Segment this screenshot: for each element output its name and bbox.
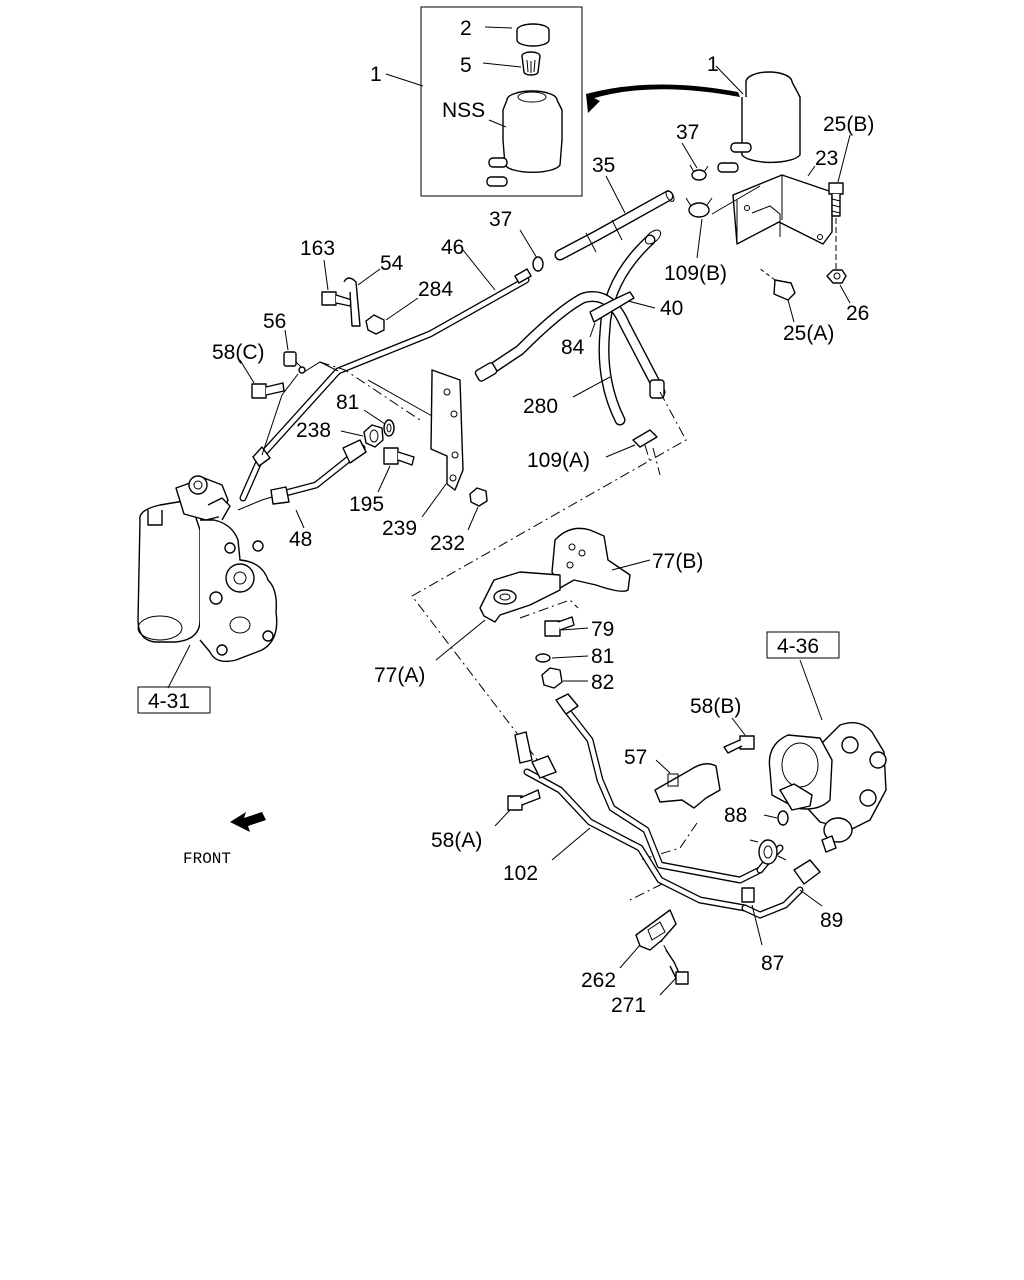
label-77a: 77(A) bbox=[374, 664, 425, 687]
label-25a: 25(A) bbox=[783, 322, 834, 345]
label-40: 40 bbox=[660, 297, 683, 320]
label-109a: 109(A) bbox=[527, 449, 590, 472]
label-26: 26 bbox=[846, 302, 869, 325]
part-163-bolt bbox=[321, 291, 353, 307]
part-23-reservoir-bracket bbox=[732, 174, 833, 245]
part-88-o-ring bbox=[777, 810, 789, 826]
part-48-pressure-pipe bbox=[237, 439, 367, 511]
part-79-bolt bbox=[544, 616, 575, 637]
part-5-filter bbox=[521, 51, 541, 76]
inset-pointer-arrow bbox=[586, 84, 740, 100]
label-5: 5 bbox=[460, 54, 472, 77]
label-81-upper: 81 bbox=[336, 391, 359, 414]
part-271-bolt bbox=[665, 949, 689, 985]
part-195-bolt bbox=[383, 447, 415, 466]
label-238: 238 bbox=[296, 419, 331, 442]
label-79: 79 bbox=[591, 618, 614, 641]
label-163: 163 bbox=[300, 237, 335, 260]
label-271: 271 bbox=[611, 994, 646, 1017]
label-1-inset: 1 bbox=[370, 63, 382, 86]
part-37-hose-clip-lower bbox=[532, 256, 544, 272]
label-262: 262 bbox=[581, 969, 616, 992]
label-58b: 58(B) bbox=[690, 695, 741, 718]
label-1: 1 bbox=[707, 53, 719, 76]
part-109b-hose-clip bbox=[685, 197, 713, 218]
label-56: 56 bbox=[263, 310, 286, 333]
power-steering-pump bbox=[768, 722, 887, 853]
front-label: FRONT bbox=[183, 850, 231, 868]
label-46: 46 bbox=[441, 236, 464, 259]
front-arrow-icon bbox=[230, 812, 266, 832]
part-77b-bracket bbox=[551, 527, 631, 592]
part-238-nut bbox=[363, 424, 384, 448]
label-58c: 58(C) bbox=[212, 341, 265, 364]
label-87: 87 bbox=[761, 952, 784, 975]
part-35-return-hose bbox=[554, 190, 675, 261]
label-284: 284 bbox=[418, 278, 453, 301]
part-284-nut bbox=[365, 314, 385, 335]
part-nss-reservoir-body bbox=[486, 90, 563, 187]
label-280: 280 bbox=[523, 395, 558, 418]
label-88: 88 bbox=[724, 804, 747, 827]
part-89-flare-nut bbox=[793, 859, 821, 885]
label-nss: NSS bbox=[442, 99, 485, 122]
label-239: 239 bbox=[382, 517, 417, 540]
label-54: 54 bbox=[380, 252, 404, 275]
part-77a-bracket bbox=[479, 571, 561, 623]
part-2-cap bbox=[516, 23, 550, 47]
part-87-eye-bolt bbox=[741, 839, 787, 903]
label-23: 23 bbox=[815, 147, 838, 170]
label-37-lower: 37 bbox=[489, 208, 512, 231]
ref-box-pump bbox=[766, 631, 840, 659]
part-57-pipe-clip bbox=[654, 763, 721, 809]
label-57: 57 bbox=[624, 746, 647, 769]
part-40-hose-clamp bbox=[589, 291, 635, 323]
part-84-pressure-hose bbox=[474, 291, 666, 399]
label-82: 82 bbox=[591, 671, 614, 694]
part-58b-bolt bbox=[723, 735, 755, 754]
part-58a-bolt bbox=[507, 789, 541, 811]
label-102: 102 bbox=[503, 862, 538, 885]
label-2: 2 bbox=[460, 17, 472, 40]
part-56-connector bbox=[283, 351, 306, 374]
part-81-washer-lower bbox=[535, 653, 551, 663]
part-1-reservoir bbox=[717, 71, 801, 173]
part-25b-bolt bbox=[828, 182, 844, 217]
label-84: 84 bbox=[561, 336, 585, 359]
steering-gear-box bbox=[137, 475, 278, 663]
part-25a-bolt bbox=[758, 267, 796, 301]
part-109a-hose-clip bbox=[632, 429, 658, 448]
part-37-hose-clip-upper bbox=[689, 164, 709, 181]
label-195: 195 bbox=[349, 493, 384, 516]
ref-gear-box: 4-31 bbox=[148, 690, 190, 713]
part-280-suction-hose bbox=[598, 229, 662, 426]
label-58a: 58(A) bbox=[431, 829, 482, 852]
label-109b: 109(B) bbox=[664, 262, 727, 285]
part-26-nut bbox=[826, 269, 847, 284]
label-77b: 77(B) bbox=[652, 550, 703, 573]
ref-pump: 4-36 bbox=[777, 635, 819, 658]
label-48: 48 bbox=[289, 528, 312, 551]
part-82-nut bbox=[541, 667, 563, 689]
label-35: 35 bbox=[592, 154, 615, 177]
label-232: 232 bbox=[430, 532, 465, 555]
part-262-pipe-clamp bbox=[635, 909, 677, 951]
reservoir-inset: 2 5 NSS bbox=[420, 6, 583, 197]
label-81-lower: 81 bbox=[591, 645, 614, 668]
label-89: 89 bbox=[820, 909, 843, 932]
part-102-pipe-assembly bbox=[514, 693, 804, 919]
part-232-nut bbox=[469, 487, 488, 507]
part-239-pipe-bracket bbox=[430, 369, 464, 491]
label-37-upper: 37 bbox=[676, 121, 699, 144]
part-54-clip bbox=[343, 277, 361, 327]
part-58c-bolt bbox=[251, 382, 285, 399]
label-25b: 25(B) bbox=[823, 113, 874, 136]
ref-box-gear bbox=[137, 686, 211, 714]
part-81-washer bbox=[383, 419, 395, 437]
